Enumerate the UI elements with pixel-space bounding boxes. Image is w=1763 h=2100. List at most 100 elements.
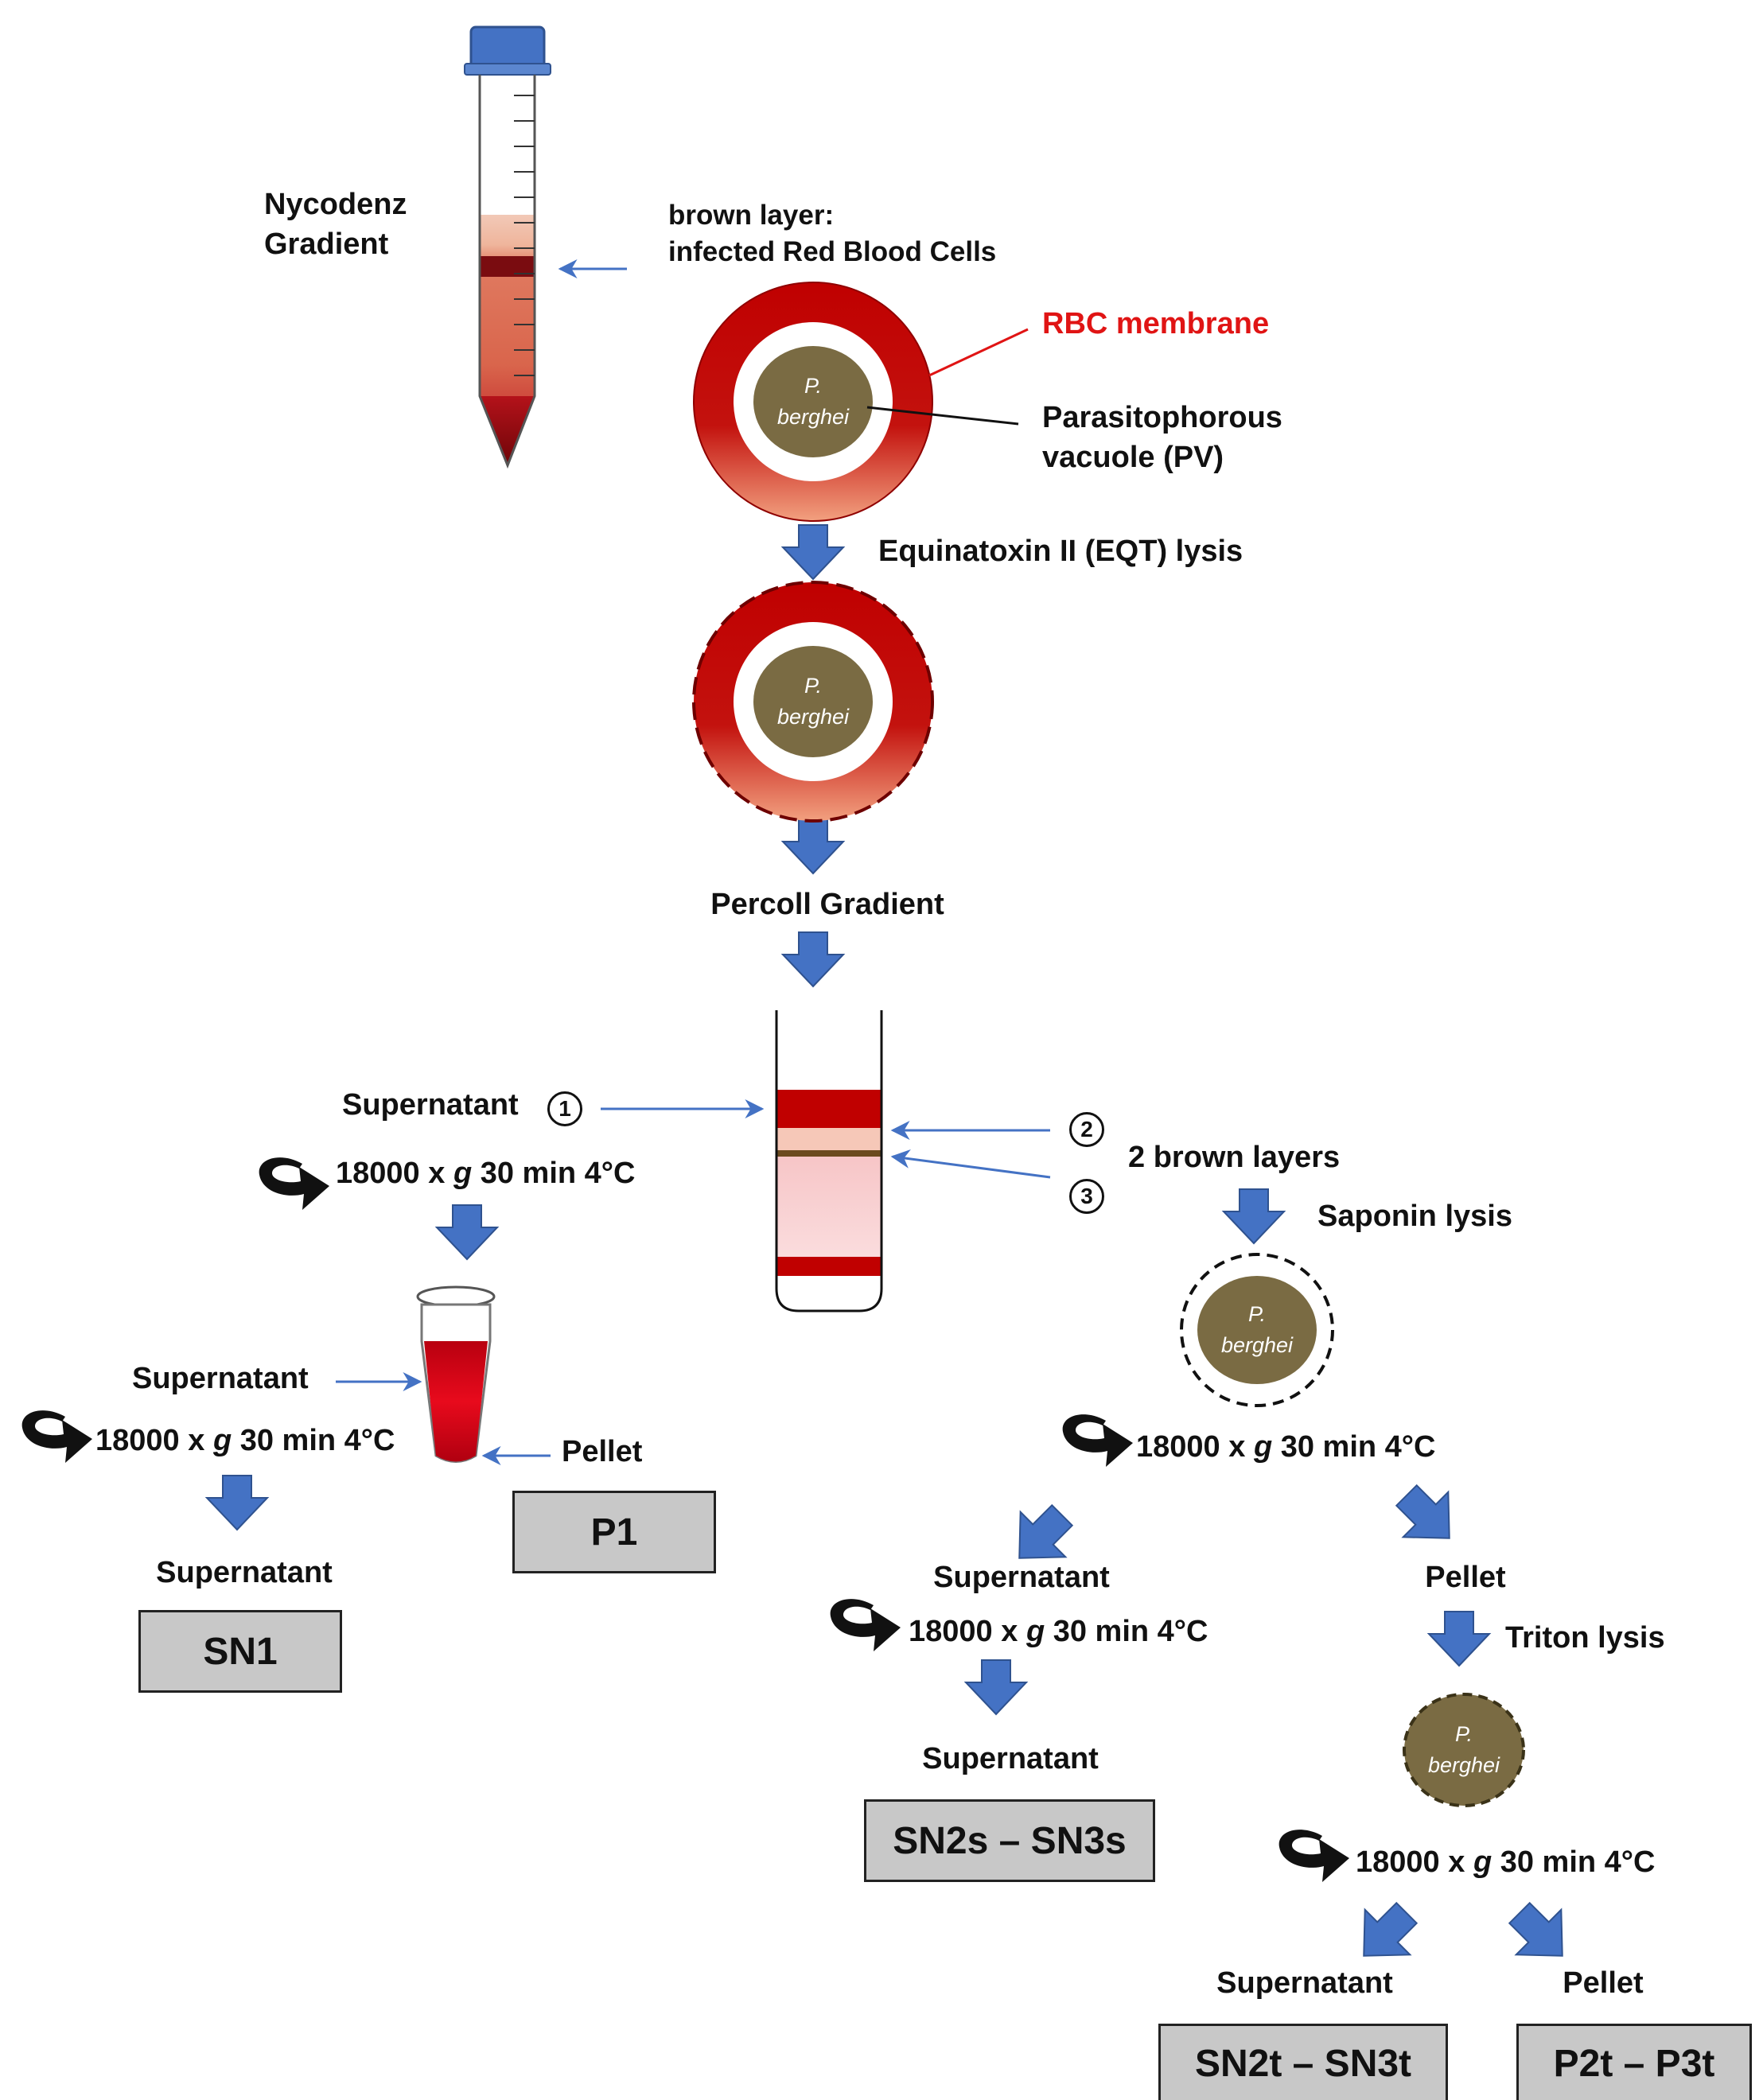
parasite-label-2-line1: P. [804, 673, 823, 698]
centrifugation-4-g: g [1025, 1615, 1045, 1648]
centrifugation-5-g: g [1473, 1845, 1493, 1879]
centrifuge-icon-1 [259, 1157, 329, 1210]
flow-arrow-triton-pellet [1508, 1901, 1563, 1957]
parasite-label-3-line2: berghei [1220, 1333, 1294, 1357]
fraction-number-2-icon: 2 [1069, 1112, 1104, 1147]
fraction-sn2t-sn3t-box: SN2t – SN3t [1158, 2024, 1448, 2100]
freed-parasite [1197, 1276, 1317, 1384]
flow-arrow-triton-supernatant [1363, 1901, 1419, 1957]
parasite-label-1-line1: P. [804, 373, 823, 398]
parasite-label-4-line1: P. [1454, 1721, 1473, 1746]
pv-label: Parasitophorous vacuole (PV) [1042, 398, 1282, 477]
flow-arrow-to-sn2s [963, 1659, 1029, 1716]
parasite-label-3: P. berghei [1221, 1299, 1293, 1361]
nycodenz-label-line2: Gradient [264, 228, 389, 262]
percoll-tube-outline [775, 1010, 883, 1312]
fraction-number-3-icon: 3 [1069, 1179, 1104, 1214]
percoll-brown-layer-2 [776, 1150, 882, 1157]
centrifugation-1-rest: 30 min 4°C [480, 1157, 636, 1190]
flow-arrow-saponin-supernatant [1018, 1503, 1074, 1559]
flow-arrow-to-sn1 [204, 1475, 270, 1531]
flow-arrow-eqt [780, 524, 846, 581]
nycodenz-label-line1: Nycodenz [264, 188, 407, 221]
percoll-gradient-label: Percoll Gradient [710, 888, 944, 921]
brown-layer-label-line2: infected Red Blood Cells [668, 236, 997, 268]
triton-pellet-label: Pellet [1563, 1966, 1644, 2000]
triton-supernatant-label: Supernatant [1216, 1966, 1393, 2000]
nycodenz-label: Nycodenz Gradient [264, 185, 407, 264]
flow-arrow-to-triton [1426, 1611, 1492, 1667]
nycodenz-tube [464, 25, 551, 469]
centrifugation-3-speed: 18000 x [1136, 1430, 1246, 1464]
tube-graduations [514, 95, 535, 376]
centrifugation-2-label: 18000 x g 30 min 4°C [95, 1421, 395, 1460]
centrifugation-4-rest: 30 min 4°C [1053, 1615, 1208, 1648]
tube-outline [478, 75, 536, 469]
fraction-p2t-p3t-box: P2t – P3t [1516, 2024, 1752, 2100]
eppendorf-tube [416, 1285, 496, 1463]
centrifuge-icon-2 [21, 1410, 92, 1463]
flow-arrows [204, 524, 1563, 1957]
eppendorf-supernatant-label: Supernatant [132, 1362, 309, 1395]
parasite-label-2: P. berghei [777, 671, 849, 733]
centrifuge-icon-5 [1278, 1830, 1349, 1882]
centrifugation-3-g: g [1253, 1430, 1273, 1464]
rbc-membrane-label: RBC membrane [1042, 307, 1270, 340]
centrifugation-5-label: 18000 x g 30 min 4°C [1356, 1842, 1655, 1882]
fraction-number-1-icon: 1 [547, 1091, 582, 1126]
parasite-label-4: P. berghei [1428, 1719, 1500, 1781]
triton-lysis-label: Triton lysis [1505, 1621, 1665, 1655]
sn1-supernatant-label: Supernatant [156, 1556, 333, 1589]
flow-arrow-to-percoll [780, 819, 846, 875]
centrifugation-3-rest: 30 min 4°C [1280, 1430, 1436, 1464]
fraction-sn1-box: SN1 [138, 1610, 342, 1693]
tube-cap-rim [464, 63, 551, 76]
flow-arrow-to-saponin [1221, 1188, 1286, 1245]
centrifugation-2-rest: 30 min 4°C [239, 1424, 395, 1457]
percoll-top-red-band [776, 1090, 882, 1128]
flow-arrow-saponin-pellet [1395, 1484, 1450, 1539]
sn2s-supernatant-label: Supernatant [922, 1742, 1099, 1775]
centrifugation-1-label: 18000 x g 30 min 4°C [336, 1153, 635, 1193]
flow-arrow-to-percoll-tube [780, 931, 846, 988]
fraction-p1-box: P1 [512, 1491, 716, 1573]
centrifugation-2-speed: 18000 x [95, 1424, 205, 1457]
saponin-lysis-label: Saponin lysis [1317, 1200, 1512, 1233]
eppendorf-pellet-label: Pellet [562, 1435, 643, 1468]
saponin-pellet-label: Pellet [1425, 1561, 1506, 1594]
supernatant-1-label: Supernatant [342, 1088, 519, 1122]
centrifuge-icon-4 [830, 1599, 901, 1651]
rbc-membrane-pointer [928, 328, 1029, 377]
percoll-bottom-red-band [776, 1257, 882, 1276]
parasite-label-1-line2: berghei [776, 405, 850, 429]
centrifugation-1-g: g [453, 1157, 473, 1190]
centrifugation-5-speed: 18000 x [1356, 1845, 1465, 1879]
parasite-label-4-line2: berghei [1427, 1753, 1500, 1777]
fraction-sn2s-sn3s-box: SN2s – SN3s [864, 1799, 1155, 1882]
parasite-label-2-line2: berghei [776, 705, 850, 729]
centrifugation-5-rest: 30 min 4°C [1500, 1845, 1656, 1879]
percoll-brown-layer-1 [776, 1128, 882, 1150]
pv-label-line2: vacuole (PV) [1042, 441, 1224, 475]
rbc-after-eqt-lysis [692, 581, 934, 822]
centrifugation-4-speed: 18000 x [909, 1615, 1018, 1648]
tube-pellet [480, 396, 535, 465]
percoll-tube [775, 1010, 883, 1312]
brown-layer-label: brown layer: infected Red Blood Cells [668, 197, 996, 270]
parasite-label-1: P. berghei [777, 371, 849, 433]
saponin-supernatant-label: Supernatant [933, 1561, 1110, 1594]
parasite-label-3-line1: P. [1247, 1301, 1267, 1326]
brown-layer-label-line1: brown layer: [668, 200, 835, 231]
parasite-after-saponin [1180, 1253, 1334, 1407]
layer-3-pointer [890, 1149, 1051, 1179]
parasite-cell-2 [753, 646, 873, 757]
centrifugation-2-g: g [212, 1424, 232, 1457]
infected-rbc-intact [693, 282, 933, 522]
eppendorf-cap [416, 1285, 496, 1308]
permeabilized-parasite [1403, 1693, 1525, 1807]
pv-pointer [866, 406, 1019, 426]
two-brown-layers-label: 2 brown layers [1128, 1141, 1341, 1174]
centrifuge-icon-3 [1062, 1414, 1133, 1467]
